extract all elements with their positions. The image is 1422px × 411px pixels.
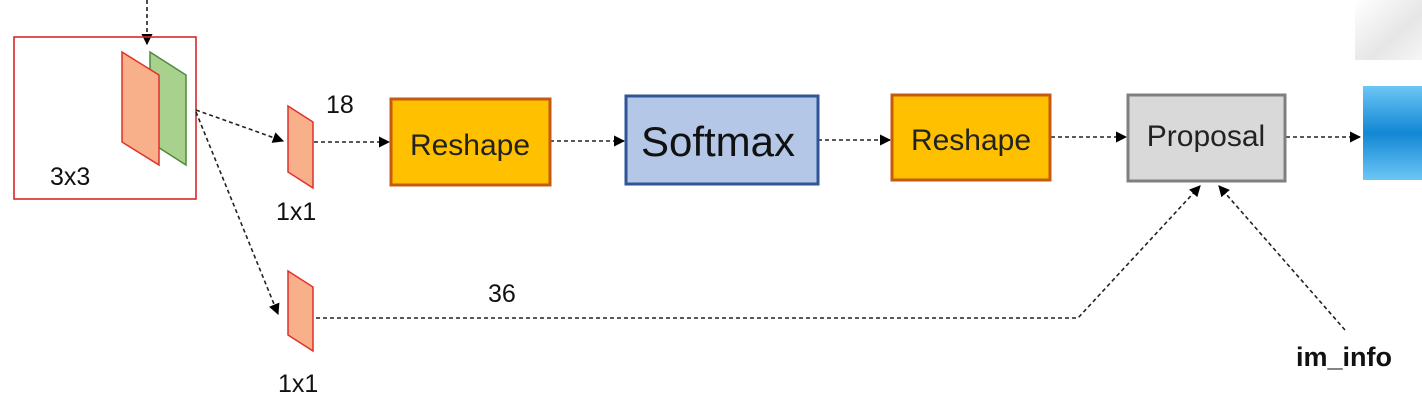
- edge-conv3-to-conv1-bottom: [195, 111, 280, 316]
- reshape2-box: [890, 93, 1052, 182]
- channels-36-label: 36: [488, 280, 516, 308]
- conv3x3-highlight-box: [13, 36, 197, 200]
- reshape2-label: Reshape: [911, 124, 1031, 157]
- conv1x1-bottom-label: 1x1: [278, 370, 318, 398]
- conv1x1-top-label: 1x1: [276, 198, 316, 226]
- conv1x1-top-feature-map: [287, 104, 314, 190]
- output-box: [1363, 86, 1422, 180]
- conv1x1-bottom-feature-map: [287, 269, 314, 353]
- reshape1-box: [389, 97, 552, 187]
- edge-conv1-bottom-to-proposal: [316, 185, 1201, 319]
- clipped-element-top-right: [1355, 0, 1422, 60]
- softmax-label: Softmax: [641, 118, 795, 165]
- conv3x3-label: 3x3: [50, 163, 90, 191]
- softmax-box: [624, 94, 820, 186]
- proposal-label: Proposal: [1147, 120, 1265, 153]
- proposal-box: [1126, 93, 1287, 183]
- channels-18-label: 18: [326, 91, 354, 119]
- conv3x3-orange-feature-map: [121, 50, 160, 167]
- im-info-label: im_info: [1296, 342, 1392, 372]
- reshape1-label: Reshape: [410, 129, 530, 162]
- edge-iminfo-to-proposal: [1218, 185, 1346, 331]
- edge-conv3-to-conv1-top: [195, 109, 285, 143]
